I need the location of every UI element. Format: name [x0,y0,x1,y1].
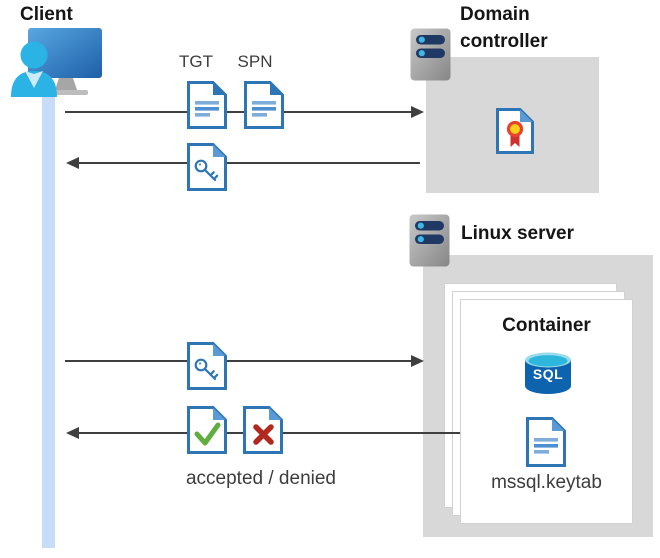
sql-database-icon [522,351,574,398]
denied-document-icon [242,405,284,455]
key-document-icon [186,142,228,192]
linux-server-title: Linux server [461,223,574,244]
arrow-client-to-linux-line [65,360,413,362]
arrow-dc-to-client-head [66,157,79,169]
domain-controller-title: Domain controller [460,4,548,52]
result-label: accepted / denied [185,468,336,489]
spn-ticket-document-icon [243,80,285,130]
client-title: Client [20,4,73,25]
arrow-linux-to-client-head [66,427,79,439]
arrow-dc-to-client-line [78,162,420,164]
accepted-document-icon [186,405,228,455]
container-title: Container [502,315,591,336]
tgt-label: TGT [179,52,213,71]
sql-label: SQL [532,366,564,382]
linux-server-icon [409,214,450,267]
keytab-document-icon [525,416,567,468]
arrow-client-to-linux-head [411,355,424,367]
domain-controller-server-icon [410,28,451,81]
client-workstation-icon [8,24,108,99]
client-lifeline [42,94,55,548]
tgt-ticket-document-icon [186,80,228,130]
key-document-icon-2 [186,341,228,391]
arrow-client-to-dc-head [411,106,424,118]
container-card [460,299,633,524]
certificate-document-icon [495,107,535,155]
arrow-client-to-dc-line [65,111,413,113]
spn-label: SPN [237,52,273,71]
keytab-filename: mssql.keytab [491,472,602,493]
